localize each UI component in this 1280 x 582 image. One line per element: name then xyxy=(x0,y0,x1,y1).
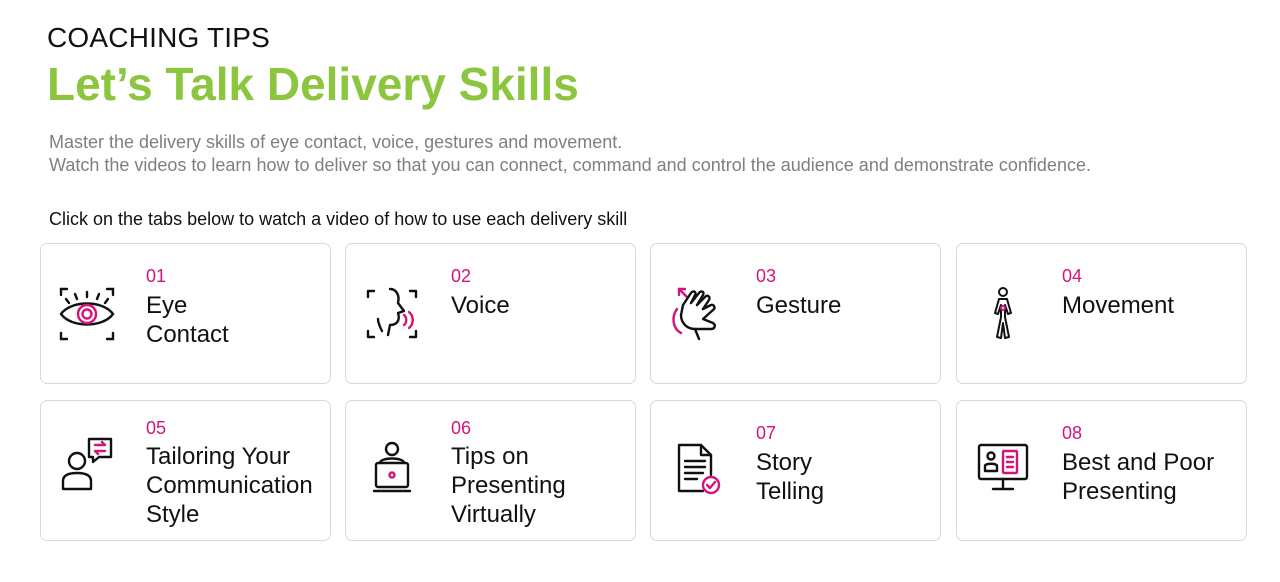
tab-number: 04 xyxy=(1062,266,1083,286)
tab-number: 06 xyxy=(451,418,472,438)
tab-label: Gesture xyxy=(756,291,936,320)
tab-movement[interactable]: 04 Movement xyxy=(956,243,1247,384)
intro-line-1: Master the delivery skills of eye contac… xyxy=(49,132,623,152)
page-title: Let’s Talk Delivery Skills xyxy=(47,58,579,110)
tab-number: 02 xyxy=(451,266,472,286)
tab-label-line: Presenting xyxy=(451,472,566,499)
tab-number: 05 xyxy=(146,418,167,438)
instruction-text: Click on the tabs below to watch a video… xyxy=(49,209,628,229)
tab-label-line: Tailoring Your xyxy=(146,443,291,470)
tab-number: 08 xyxy=(1062,423,1083,443)
intro-line-2: Watch the videos to learn how to deliver… xyxy=(49,155,1091,175)
person-laptop-icon xyxy=(360,439,424,503)
tab-number: 07 xyxy=(756,423,777,443)
tab-label-line: Best and Poor xyxy=(1062,449,1215,476)
tab-label-line: Contact xyxy=(146,321,229,348)
tab-label-line: Presenting xyxy=(1062,478,1177,505)
voice-icon xyxy=(360,283,424,347)
tab-gesture[interactable]: 03 Gesture xyxy=(650,243,941,384)
tab-voice[interactable]: 02 Voice xyxy=(345,243,636,384)
tab-number: 01 xyxy=(146,266,167,286)
intro-text: Master the delivery skills of eye contac… xyxy=(49,131,1091,177)
tab-label-line: Eye xyxy=(146,292,188,319)
walking-person-icon xyxy=(971,283,1035,347)
tab-label: Movement xyxy=(1062,291,1242,320)
presentation-screen-icon xyxy=(971,439,1035,503)
eye-icon xyxy=(55,283,119,347)
tab-label: Voice xyxy=(451,291,631,320)
person-chat-icon xyxy=(55,435,119,499)
tab-label-line: Communication xyxy=(146,472,313,499)
tab-label-line: Virtually xyxy=(451,501,536,528)
tab-number: 03 xyxy=(756,266,777,286)
tab-label-line: Style xyxy=(146,501,200,528)
tab-label-line: Gesture xyxy=(756,292,842,319)
tab-label-line: Movement xyxy=(1062,292,1175,319)
tab-label-line: Story xyxy=(756,449,813,476)
document-check-icon xyxy=(665,439,729,503)
eyebrow: COACHING TIPS xyxy=(47,22,271,53)
hand-gesture-icon xyxy=(665,283,729,347)
tab-label-line: Telling xyxy=(756,478,825,505)
tab-label-line: Tips on xyxy=(451,443,529,470)
tab-label-line: Voice xyxy=(451,292,510,319)
